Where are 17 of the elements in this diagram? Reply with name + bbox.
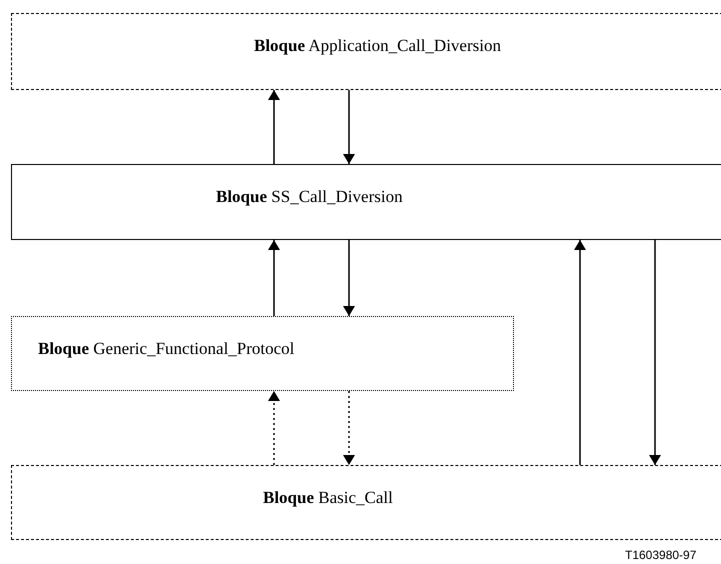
block-title: Bloque Basic_Call [263,488,393,508]
block-title: Bloque SS_Call_Diversion [216,187,403,207]
arrow [343,240,355,316]
block-box [11,164,721,240]
block-box [11,13,721,90]
arrow [343,391,355,465]
arrow [268,391,280,465]
arrow [574,240,586,465]
block-box [11,316,514,391]
block-box [11,465,721,540]
figure-id: T1603980-97 [625,547,696,563]
arrow [268,240,280,316]
arrow [268,90,280,164]
arrow [649,240,661,465]
block-title: Bloque Generic_Functional_Protocol [38,339,294,359]
arrow [343,90,355,164]
block-title: Bloque Application_Call_Diversion [254,36,501,56]
